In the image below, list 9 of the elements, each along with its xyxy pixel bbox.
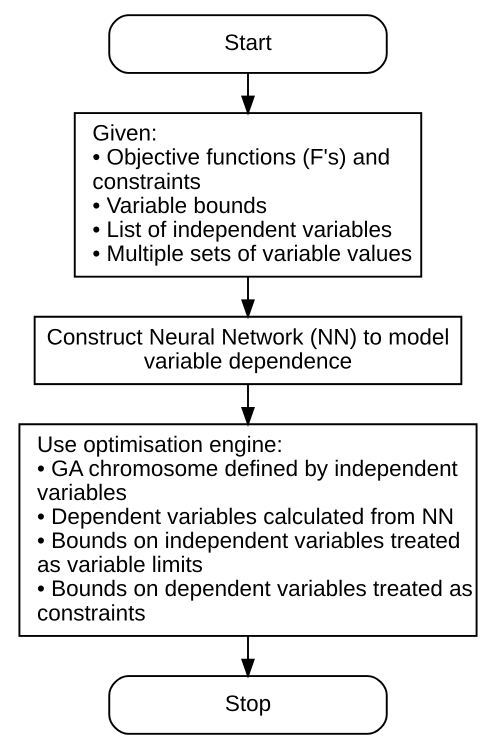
arrow	[240, 384, 254, 427]
arrow	[240, 636, 254, 679]
node-box: Use optimisation engine: • GA chromosome defined by independent variables • Dependent variables calculated from NN • Bounds on independent variables treated as variable limits • Bounds on dependent variables treated as constraints	[18, 423, 478, 637]
node-box: Given: • Objective functions (F's) and constraints • Variable bounds • List of independent variables • Multiple sets of variable values	[73, 112, 422, 278]
node-box: Stop	[108, 675, 388, 735]
arrow	[240, 73, 254, 116]
arrow	[240, 276, 254, 320]
node-box: Start	[108, 14, 388, 74]
node-box: Construct Neural Network (NN) to model variable dependence	[33, 316, 462, 386]
